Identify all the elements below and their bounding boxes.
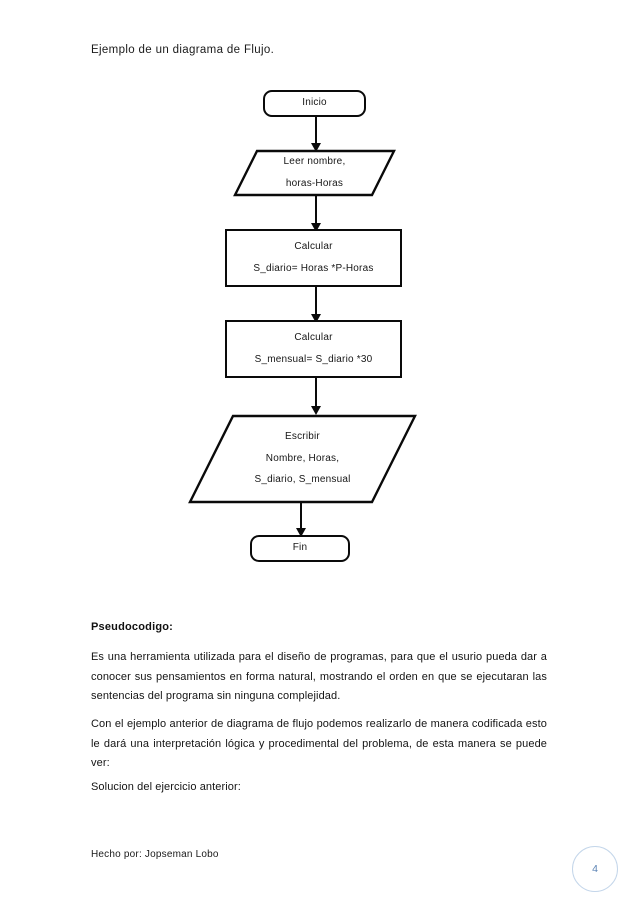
flowchart-diagram: Inicio Leer nombre, horas-Horas Calcular… bbox=[188, 90, 417, 562]
flowchart-node-read-line-1: Leer nombre, bbox=[283, 156, 346, 167]
flowchart-node-read-line-2: horas-Horas bbox=[285, 177, 344, 189]
flowchart-node-write-line-3: S_diario, S_mensual bbox=[254, 474, 351, 486]
flowchart-node-read: Leer nombre, horas-Horas bbox=[233, 149, 396, 197]
flowchart-node-start-line-1: Inicio bbox=[302, 97, 327, 109]
arrowhead-calc2-to-write bbox=[311, 406, 321, 415]
body-paragraph-3: Solucion del ejercicio anterior: bbox=[91, 781, 241, 793]
arrowhead-read-to-calc1 bbox=[311, 223, 321, 232]
flowchart-node-calc2-line-1: Calcular bbox=[294, 332, 333, 343]
flowchart-node-write: Escribir Nombre, Horas, S_diario, S_mens… bbox=[188, 414, 417, 504]
connector-calc2-to-write bbox=[315, 378, 317, 411]
arrowhead-write-to-end bbox=[296, 528, 306, 537]
parallelogram-shape-read bbox=[233, 149, 396, 197]
page-number-value: 4 bbox=[592, 863, 598, 875]
parallelogram-shape-write bbox=[188, 414, 417, 504]
body-paragraph-1: Es una herramienta utilizada para el dis… bbox=[91, 651, 547, 702]
pseudocode-heading: Pseudocodigo: bbox=[91, 621, 174, 633]
flowchart-node-end: Fin bbox=[250, 535, 350, 562]
body-paragraph-2: Con el ejemplo anterior de diagrama de f… bbox=[91, 718, 547, 769]
flowchart-node-calc1-line-2: S_diario= Horas *P-Horas bbox=[253, 262, 374, 274]
arrowhead-calc1-to-calc2 bbox=[311, 314, 321, 323]
flowchart-node-start: Inicio bbox=[263, 90, 366, 117]
flowchart-node-end-line-1: Fin bbox=[292, 542, 308, 554]
page-number-badge: 4 bbox=[572, 846, 618, 892]
flowchart-node-write-line-2: Nombre, Horas, bbox=[265, 452, 340, 464]
flowchart-node-calc1-line-1: Calcular bbox=[294, 241, 333, 252]
flowchart-node-write-line-1: Escribir bbox=[285, 431, 320, 443]
connector-read-to-calc1 bbox=[315, 195, 317, 227]
footer-credit: Hecho por: Jopseman Lobo bbox=[91, 849, 219, 860]
connector-calc1-to-calc2 bbox=[315, 287, 317, 319]
page-title: Ejemplo de un diagrama de Flujo. bbox=[91, 44, 275, 56]
flowchart-node-calc2: Calcular S_mensual= S_diario *30 bbox=[225, 320, 402, 378]
flowchart-node-calc1: Calcular S_diario= Horas *P-Horas bbox=[225, 229, 402, 287]
flowchart-node-calc2-line-2: S_mensual= S_diario *30 bbox=[254, 353, 373, 365]
connector-write-to-end bbox=[300, 502, 302, 533]
connector-start-to-read bbox=[315, 117, 317, 147]
arrowhead-start-to-read bbox=[311, 143, 321, 152]
